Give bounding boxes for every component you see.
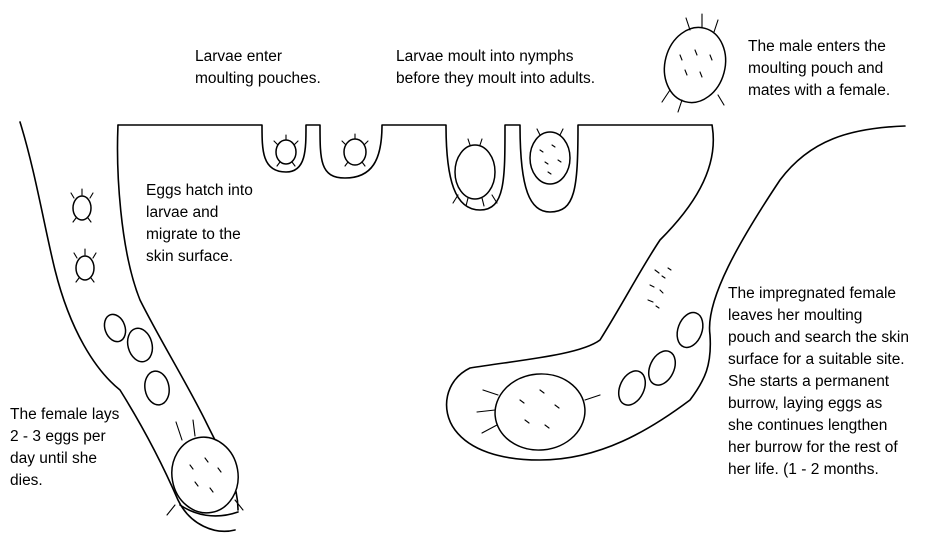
nymph-1 — [453, 139, 497, 206]
male-mite — [656, 14, 734, 112]
larva-in-pouch-2 — [342, 134, 368, 166]
egg-3 — [614, 367, 651, 410]
faeces-dots — [648, 268, 671, 308]
egg-1 — [124, 325, 156, 364]
label-impregnated-female: The impregnated female leaves her moulti… — [728, 283, 909, 481]
larva-in-pouch-1 — [274, 135, 298, 166]
nymph-2 — [530, 129, 570, 184]
female-mite-left — [166, 420, 244, 518]
label-female-lays: The female lays 2 - 3 eggs per day until… — [10, 404, 119, 492]
egg-5 — [673, 309, 708, 351]
larva-1 — [71, 189, 93, 222]
larva-2 — [74, 249, 96, 282]
label-eggs-hatch: Eggs hatch into larvae and migrate to th… — [146, 180, 253, 268]
female-mite-right — [477, 370, 600, 454]
label-larvae-enter: Larvae enter moulting pouches. — [195, 46, 321, 90]
egg-hatching — [101, 311, 129, 344]
label-larvae-moult: Larvae moult into nymphs before they mou… — [396, 46, 595, 90]
label-male-enters: The male enters the moulting pouch and m… — [748, 36, 890, 102]
egg-2 — [142, 369, 172, 407]
egg-4 — [644, 347, 681, 390]
